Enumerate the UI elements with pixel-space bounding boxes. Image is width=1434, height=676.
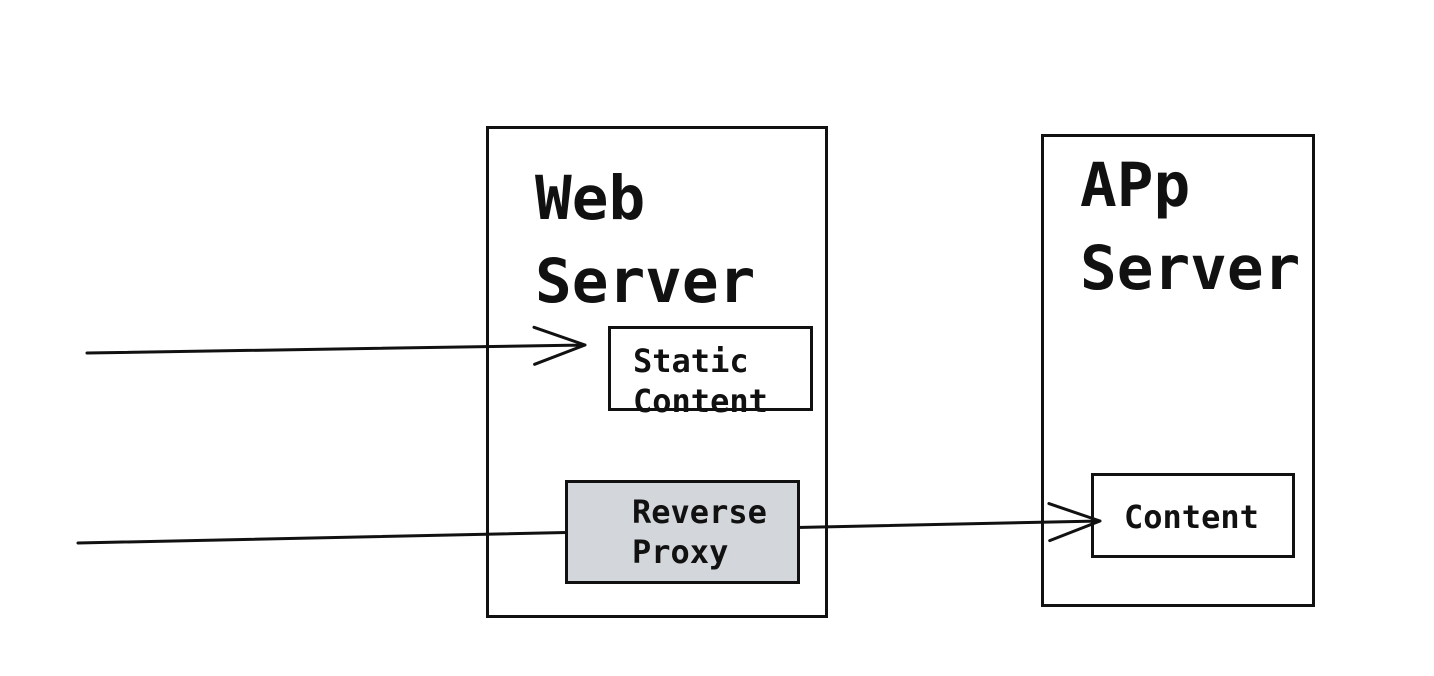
app-server-title: APp Server xyxy=(1080,150,1301,304)
web-server-box: Web Server Static Content xyxy=(486,126,828,618)
reverse-proxy-label: Reverse Proxy xyxy=(632,493,767,571)
static-content-label: Static Content xyxy=(633,342,768,420)
content-box: Content xyxy=(1091,473,1295,558)
web-server-title: Web Server xyxy=(535,163,756,317)
content-label: Content xyxy=(1124,498,1259,536)
static-content-box: Static Content xyxy=(608,326,813,420)
app-server-box: APp Server Content xyxy=(1041,134,1315,607)
reverse-proxy-box: Reverse Proxy xyxy=(565,480,800,584)
